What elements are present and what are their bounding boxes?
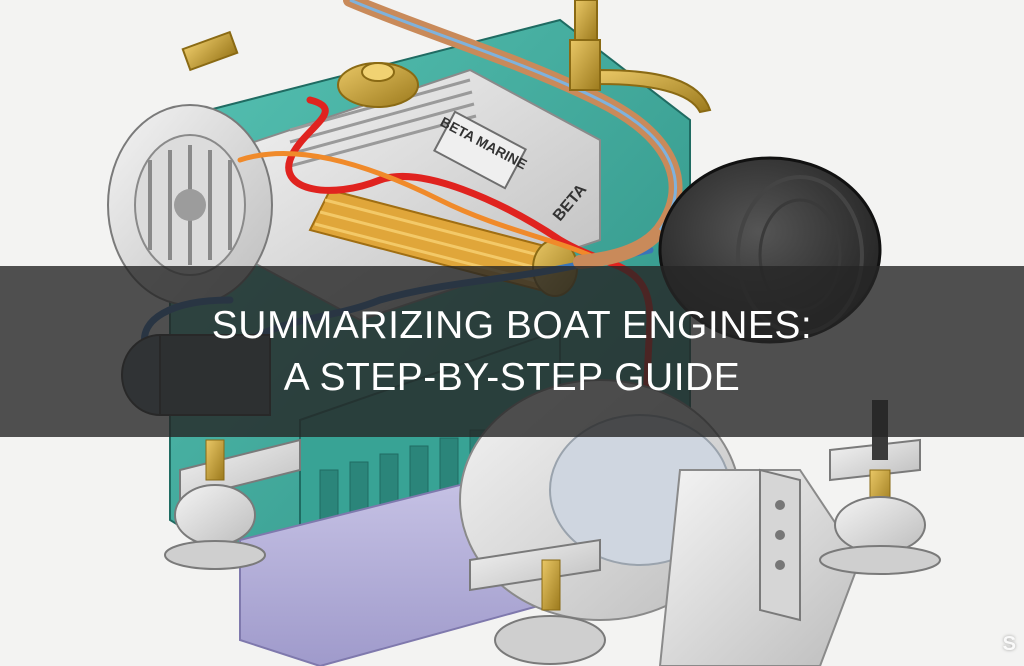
filler-cap <box>337 62 419 108</box>
site-watermark: S <box>1002 633 1016 655</box>
title-band: SUMMARIZING BOAT ENGINES: A STEP-BY-STEP… <box>0 266 1024 437</box>
page-title-line-1: SUMMARIZING BOAT ENGINES: <box>211 303 813 347</box>
brass-fittings <box>181 0 712 114</box>
alternator <box>107 104 273 306</box>
cooling-flow-highlight <box>237 151 603 263</box>
page-title-line-2: A STEP-BY-STEP GUIDE <box>283 355 741 399</box>
engine-mounts <box>164 400 941 665</box>
